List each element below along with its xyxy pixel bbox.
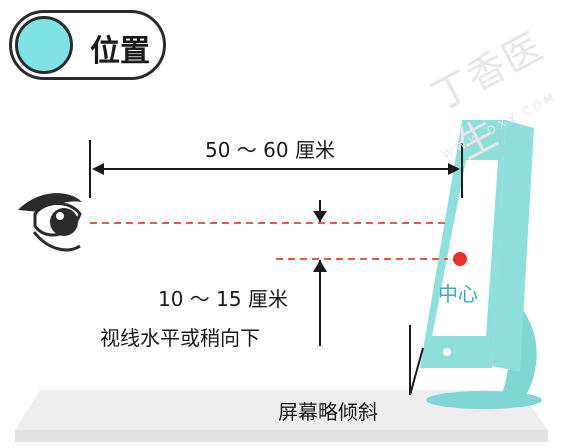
drop-label: 10 ～ 15 厘米 [158, 287, 288, 311]
monitor-screen [432, 160, 498, 336]
gaze-label: 视线水平或稍向下 [100, 326, 260, 350]
badge-circle-icon [15, 16, 73, 74]
desk-edge [15, 430, 548, 442]
tilt-angle [409, 347, 424, 396]
power-button [443, 348, 451, 356]
distance-arrow-left [92, 163, 104, 175]
center-dot [453, 252, 467, 266]
distance-arrow-right [448, 163, 460, 175]
distance-label: 50 ～ 60 厘米 [205, 138, 335, 162]
desk-surface [15, 390, 548, 430]
tilt-label: 屏幕略倾斜 [278, 400, 378, 424]
center-label: 中心 [438, 282, 478, 306]
monitor-back [492, 120, 534, 372]
drop-arrow-up [313, 260, 327, 272]
section-badge: 位置 [9, 10, 166, 80]
drop-arrow-down [313, 211, 327, 222]
section-title: 位置 [90, 34, 150, 69]
eye-icon [18, 193, 82, 252]
